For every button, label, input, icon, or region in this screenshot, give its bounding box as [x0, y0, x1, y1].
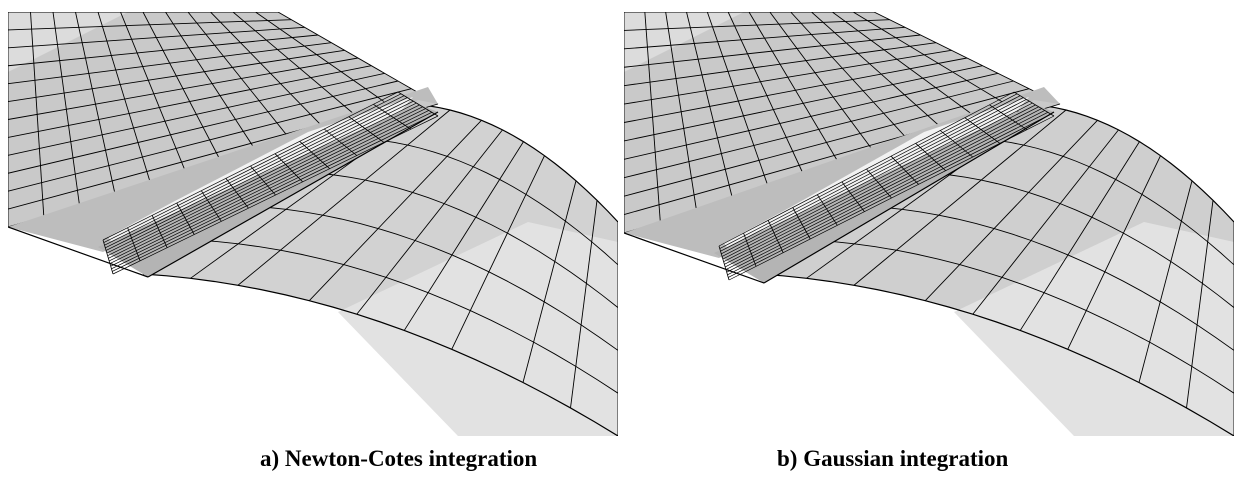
upper-sheet-gridline-v [644, 12, 661, 223]
upper-sheet-gridline-v [187, 12, 296, 146]
lower-sheet-gridline-transverse [972, 129, 1119, 315]
lower-sheet-gridline-longitudinal [970, 137, 1234, 266]
upper-sheet-gridline-v [165, 12, 260, 156]
upper-sheet-gridline-v [75, 12, 116, 197]
upper-sheet-gridline-v [873, 12, 1061, 105]
upper-sheet-gridline-v [232, 12, 367, 125]
mesh-svg-b [624, 12, 1234, 436]
lower-sheet-gridline-transverse [451, 155, 545, 350]
lower-sheet-gridline-transverse [403, 141, 524, 331]
upper-sheet-gridline-v [748, 12, 843, 169]
lower-sheet-gridline-transverse [237, 109, 451, 286]
upper-sheet-gridline-v [97, 12, 152, 187]
upper-sheet-gridline-v [811, 12, 952, 137]
lower-sheet-gridline-longitudinal [354, 137, 618, 266]
bead-transverse-line [964, 117, 1001, 144]
bead-transverse-line [767, 220, 784, 253]
lower-sheet-gridline-transverse [1019, 141, 1140, 331]
lower-sheet-gridline-transverse [1186, 200, 1214, 408]
upper-sheet-gridline-v [790, 12, 915, 148]
bead-transverse-line [274, 153, 303, 183]
lower-sheet-gridline-transverse [522, 180, 577, 383]
lower-sheet-gridline-transverse [924, 119, 1098, 301]
caption-gaussian: b) Gaussian integration [777, 446, 1009, 471]
bead-transverse-line [225, 178, 249, 209]
seam-edge [147, 111, 439, 278]
mesh-svg-a [8, 12, 618, 436]
upper-sheet-gridline-v [706, 12, 770, 191]
bead-transverse-line [989, 104, 1028, 131]
upper-sheet-gridline-v [832, 12, 988, 126]
bead-transverse-line [866, 168, 892, 199]
seam-edge-left [8, 226, 149, 278]
lower-sheet-gridline-longitudinal [248, 205, 618, 351]
seam-edge [763, 111, 1055, 284]
upper-sheet-gridline-v [727, 12, 807, 180]
bead-transverse-line [718, 245, 730, 281]
bead-transverse-line [397, 91, 439, 117]
bead-transverse-line [102, 239, 114, 275]
upper-sheet-gridline-v [210, 12, 331, 136]
upper-sheet-gridline-v [30, 12, 45, 217]
mesh-panel-newton-cotes [8, 12, 618, 436]
lower-sheet-gridline-longitudinal [811, 239, 1234, 394]
bead-transverse-line [348, 116, 385, 143]
lower-sheet-gridline-transverse [356, 129, 503, 315]
bead-transverse-line [816, 194, 838, 226]
bead-transverse-line [323, 128, 358, 156]
upper-sheet-gridline-v [52, 12, 81, 207]
bead-transverse-line [176, 202, 195, 235]
lower-sheet-gridline-transverse [570, 200, 598, 408]
lower-sheet-gridline-longitudinal [917, 171, 1234, 308]
lower-sheet-gridline-transverse [853, 109, 1067, 286]
lower-sheet-edge-top [407, 103, 618, 223]
lower-sheet-edge-top [1023, 103, 1234, 223]
lower-sheet-gridline-longitudinal [301, 171, 618, 308]
bead-transverse-line [373, 103, 412, 130]
bead-transverse-line [127, 227, 141, 261]
upper-sheet-surface [624, 12, 1060, 233]
bead-transverse-line [151, 215, 168, 248]
bead-transverse-line [841, 181, 865, 212]
upper-sheet-gridline-v [686, 12, 734, 201]
lower-sheet-edge-bottom [758, 273, 1234, 436]
upper-sheet-gridline-v [852, 12, 1024, 116]
bead-transverse-line [915, 143, 946, 171]
lower-sheet-near-region [338, 222, 618, 436]
bead-transverse-line [939, 130, 974, 158]
bead-transverse-line [890, 155, 919, 185]
lower-sheet-gridline-transverse [308, 119, 482, 301]
bead-transverse-line [792, 207, 811, 240]
upper-sheet-gridline-v [665, 12, 698, 212]
lower-sheet-gridline-transverse [1138, 180, 1193, 383]
bead-transverse-line [299, 141, 330, 169]
bead-transverse-line [1013, 91, 1055, 117]
bead-transverse-line [200, 190, 222, 222]
upper-sheet-gridline-v [255, 12, 403, 115]
lower-sheet-gridline-longitudinal [195, 239, 618, 394]
seam-edge-left [624, 232, 765, 284]
upper-sheet-gridline-v [277, 12, 439, 105]
upper-sheet-surface [8, 12, 438, 227]
upper-sheet-gridline-v [120, 12, 188, 176]
mesh-panel-gaussian [624, 12, 1234, 436]
bead-transverse-line [250, 165, 276, 196]
lower-sheet-near-region [954, 222, 1234, 436]
caption-newton-cotes: a) Newton-Cotes integration [260, 446, 538, 471]
lower-sheet-gridline-transverse [1067, 155, 1161, 350]
lower-sheet-edge-bottom [142, 273, 618, 436]
lower-sheet-gridline-longitudinal [864, 205, 1234, 351]
upper-sheet-gridline-v [142, 12, 224, 166]
bead-transverse-line [743, 233, 757, 267]
upper-sheet-gridline-v [769, 12, 879, 159]
